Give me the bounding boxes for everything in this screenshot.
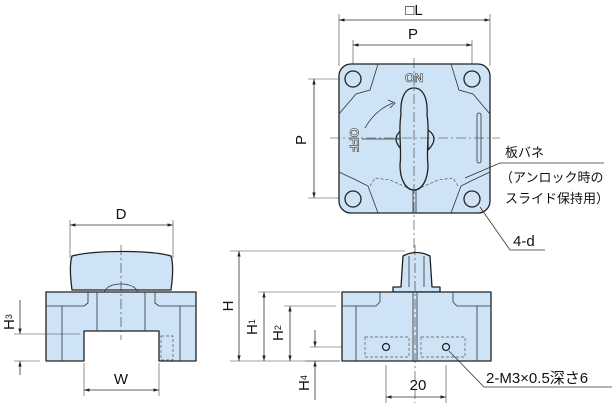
- dim-H2-label: H2: [270, 325, 287, 341]
- dim-H4-label: H4: [296, 375, 313, 391]
- mount-hole-icon: [463, 190, 481, 208]
- dim-H-label: H: [220, 301, 237, 312]
- front-view: H H1 H2 H4 20 2-M3×0.5深さ6: [220, 245, 612, 403]
- dim-pitch-label: 20: [410, 377, 427, 394]
- leaf-spring-label: 板バネ: [505, 145, 544, 160]
- knob-side: [69, 250, 174, 291]
- tap-hole-icon: [441, 342, 451, 352]
- tap-holes-leader: [448, 350, 485, 388]
- tap-holes-label: 2-M3×0.5深さ6: [486, 370, 588, 387]
- leaf-spring-leader: [464, 162, 501, 179]
- leaf-spring-note-line2: スライド保持用）: [505, 191, 609, 206]
- dim-H3-label: H3: [1, 314, 18, 330]
- leaf-spring-note-line1: （アンロック時の: [500, 170, 603, 185]
- dim-L-label: □L: [405, 2, 422, 19]
- block-front: [341, 291, 492, 362]
- mount-hole-icon: [463, 70, 481, 88]
- leaf-spring: [369, 177, 459, 189]
- mount-hole-icon: [344, 70, 362, 88]
- knob-front: [392, 251, 441, 293]
- dim-P-vertical-label: P: [293, 135, 310, 145]
- top-view: □L P P ON OFF: [293, 2, 609, 300]
- mount-hole-icon: [344, 190, 362, 208]
- dim-P-horizontal-label: P: [408, 26, 418, 43]
- holes-leader: [479, 206, 511, 251]
- rotate-arrow-icon: [364, 99, 396, 129]
- off-label: OFF: [347, 128, 361, 152]
- holes-label: 4-d: [513, 233, 535, 250]
- dim-W-label: W: [114, 371, 129, 388]
- tap-hole-icon: [381, 342, 391, 352]
- side-view: D W H3: [1, 206, 197, 396]
- dim-H1-label: H1: [244, 319, 261, 335]
- dim-D-label: D: [116, 206, 127, 223]
